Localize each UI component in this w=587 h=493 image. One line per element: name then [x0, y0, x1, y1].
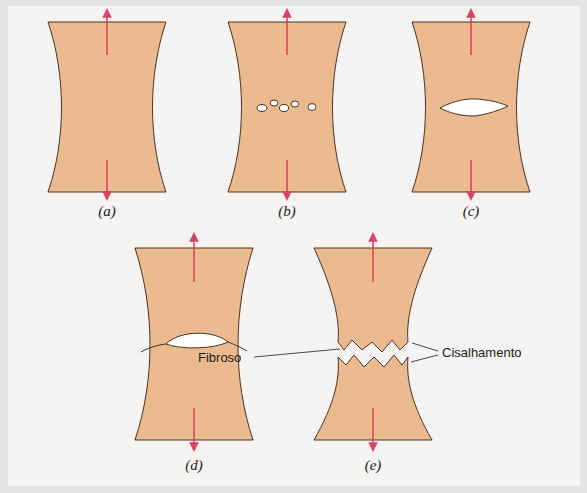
- stage-label: (b): [278, 204, 296, 219]
- void: [308, 104, 316, 111]
- void: [291, 101, 299, 107]
- leader-line: [254, 349, 340, 357]
- callout-label: Cisalhamento: [442, 346, 522, 359]
- tension-arrow: [193, 408, 195, 450]
- void: [270, 100, 278, 106]
- stage-label: (c): [463, 204, 480, 219]
- shear-line: [228, 342, 247, 351]
- crack: [440, 99, 508, 116]
- panel: [8, 6, 580, 486]
- void: [257, 105, 267, 112]
- callout-label: Fibroso: [198, 351, 241, 364]
- tension-arrow: [286, 160, 288, 199]
- tension-arrow: [106, 160, 108, 199]
- stage-label: (e): [365, 458, 382, 473]
- tension-arrow: [286, 10, 288, 55]
- tension-arrow: [193, 234, 195, 282]
- tension-arrow: [470, 160, 472, 199]
- crack: [166, 333, 228, 348]
- shear-line: [141, 344, 166, 352]
- stage-label: (d): [185, 458, 203, 473]
- tension-arrow: [372, 234, 374, 282]
- void: [280, 105, 289, 112]
- leader-line: [411, 355, 438, 362]
- tension-arrow: [106, 10, 108, 55]
- tension-arrow: [372, 408, 374, 450]
- leader-line: [412, 343, 438, 351]
- stage-label: (a): [98, 204, 116, 219]
- tension-arrow: [470, 10, 472, 55]
